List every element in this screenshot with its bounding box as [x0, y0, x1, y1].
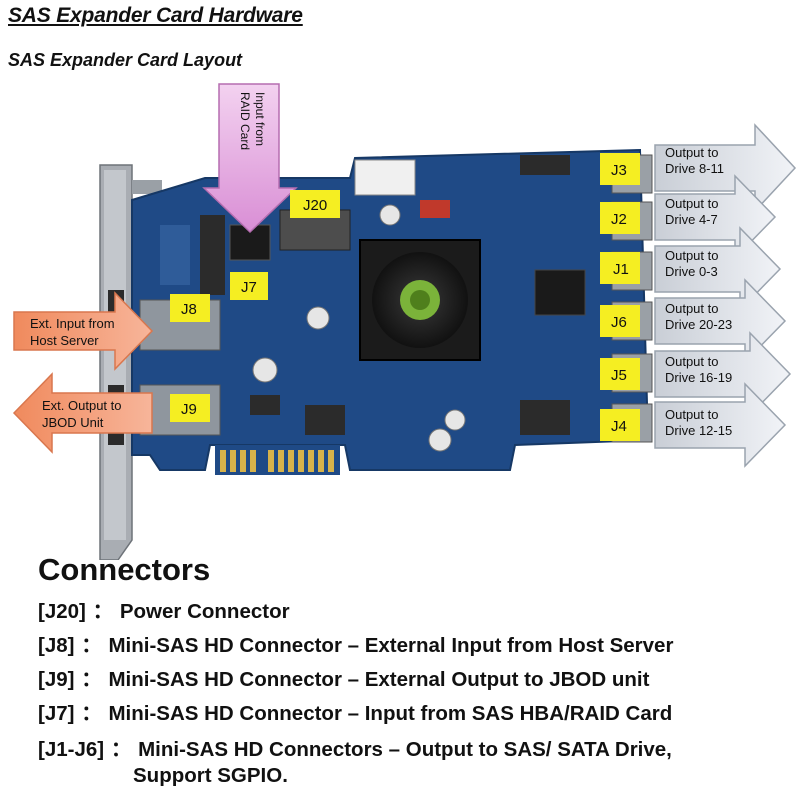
- connectors-heading: Connectors: [38, 552, 211, 587]
- arrow-out-j2-line2: Drive 4-7: [665, 212, 718, 227]
- arrow-out-j4: [654, 382, 787, 468]
- connector-sep: ：: [92, 600, 114, 623]
- arrow-out-j4-line2: Drive 12-15: [665, 423, 732, 438]
- arrow-jbod-output: Ext. Output to JBOD Unit: [12, 372, 153, 454]
- arrow-out-j6-line1: Output to: [665, 301, 718, 316]
- connector-id: [J20]: [38, 600, 86, 623]
- label-j4: J4: [611, 418, 627, 435]
- label-j3: J3: [611, 162, 627, 179]
- connector-desc: Mini-SAS HD Connector – External Output …: [108, 668, 650, 691]
- arrow-raid-input-line2: RAID Card: [238, 92, 252, 150]
- arrow-out-j1-line1: Output to: [665, 248, 718, 263]
- connector-sep: ：: [81, 634, 102, 657]
- arrow-jbod-output-line2: JBOD Unit: [42, 415, 104, 430]
- connector-id: [J9]: [38, 668, 75, 691]
- connector-item-j1-j6: [J1-J6]： Mini-SAS HD Connectors – Output …: [38, 732, 672, 762]
- pcb-board: [131, 148, 653, 475]
- label-j20: J20: [303, 197, 327, 214]
- output-arrows: [654, 123, 797, 468]
- label-j8: J8: [181, 301, 197, 318]
- expander-card-diagram: Output to Drive 8-11 Output to Drive 4-7…: [12, 83, 797, 560]
- label-j5: J5: [611, 367, 627, 384]
- arrow-out-j1-line2: Drive 0-3: [665, 264, 718, 279]
- arrow-out-j3-line1: Output to: [665, 145, 718, 160]
- connector-desc: Mini-SAS HD Connector – External Input f…: [108, 634, 674, 657]
- connector-desc: Mini-SAS HD Connectors – Output to SAS/ …: [138, 738, 672, 761]
- connector-labels: J20 J7 J8 J9 J3 J2 J1 J6 J5 J4: [170, 153, 640, 441]
- label-j2: J2: [611, 211, 627, 228]
- label-j1: J1: [613, 261, 629, 278]
- arrow-out-j2-line1: Output to: [665, 196, 718, 211]
- page-subtitle: SAS Expander Card Layout: [8, 50, 243, 70]
- connector-item-continuation: Support SGPIO.: [133, 764, 288, 787]
- connector-id: [J1-J6]: [38, 738, 105, 761]
- connector-sep: ：: [81, 702, 102, 725]
- page-title: SAS Expander Card Hardware: [8, 4, 303, 27]
- connector-item-j20: [J20] ：Power Connector: [38, 594, 290, 624]
- arrow-jbod-output-line1: Ext. Output to: [42, 398, 122, 413]
- arrow-out-j3-line2: Drive 8-11: [665, 161, 724, 176]
- arrow-raid-input: Input from RAID Card: [202, 83, 298, 234]
- arrow-out-j3: [654, 123, 797, 213]
- label-j6: J6: [611, 314, 627, 331]
- arrow-host-input-line1: Ext. Input from: [30, 316, 115, 331]
- connector-item-j7: [J7] ： Mini-SAS HD Connector – Input from …: [38, 696, 672, 726]
- arrow-raid-input-line1: Input from: [253, 92, 267, 146]
- arrow-out-j4-line1: Output to: [665, 407, 718, 422]
- label-j7: J7: [241, 279, 257, 296]
- arrow-out-j5-line1: Output to: [665, 354, 718, 369]
- connector-id: [J8]: [38, 634, 75, 657]
- label-j9: J9: [181, 401, 197, 418]
- arrow-host-input: Ext. Input from Host Server: [13, 291, 154, 371]
- connector-sep: ：: [81, 668, 102, 691]
- connector-desc: Power Connector: [119, 600, 290, 623]
- connector-item-j9: [J9] ： Mini-SAS HD Connector – External Ou…: [38, 662, 649, 692]
- arrow-host-input-line2: Host Server: [30, 333, 99, 348]
- arrow-out-j6-line2: Drive 20-23: [665, 317, 732, 332]
- arrow-out-j5-line2: Drive 16-19: [665, 370, 732, 385]
- connector-item-j8: [J8] ： Mini-SAS HD Connector – External In…: [38, 628, 673, 658]
- connector-id: [J7]: [38, 702, 75, 725]
- connector-desc: Mini-SAS HD Connector – Input from SAS H…: [108, 702, 673, 725]
- connector-sep: ：: [110, 738, 132, 761]
